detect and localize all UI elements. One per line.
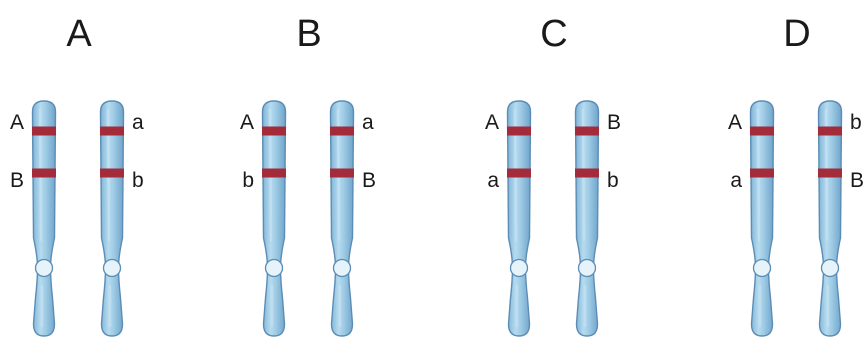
left-chromosome: Aa xyxy=(485,101,531,336)
upper-gene-band xyxy=(262,127,286,136)
lower-gene-band xyxy=(818,169,842,178)
upper-gene-band xyxy=(750,127,774,136)
chromosome-body xyxy=(819,101,842,336)
upper-gene-band xyxy=(100,127,124,136)
upper-allele-label: B xyxy=(607,111,621,134)
lower-gene-band xyxy=(507,169,531,178)
centromere xyxy=(822,260,839,277)
chromosome-body xyxy=(751,101,774,336)
chromosome-body xyxy=(576,101,599,336)
upper-allele-label: A xyxy=(485,111,499,134)
centromere xyxy=(754,260,771,277)
upper-gene-band xyxy=(507,127,531,136)
lower-gene-band xyxy=(32,169,56,178)
upper-gene-band xyxy=(575,127,599,136)
lower-allele-label: b xyxy=(132,169,144,192)
option-label: B xyxy=(296,13,321,55)
centromere xyxy=(334,260,351,277)
upper-gene-band xyxy=(32,127,56,136)
centromere xyxy=(36,260,53,277)
option-label: A xyxy=(66,13,92,55)
lower-gene-band xyxy=(330,169,354,178)
left-chromosome: Ab xyxy=(240,101,286,336)
lower-gene-band xyxy=(750,169,774,178)
lower-allele-label: b xyxy=(242,169,254,192)
upper-gene-band xyxy=(818,127,842,136)
upper-allele-label: b xyxy=(850,111,862,134)
chromosome-body xyxy=(33,101,56,336)
right-chromosome: Bb xyxy=(575,101,621,336)
upper-allele-label: a xyxy=(362,111,374,134)
chromosome-body xyxy=(331,101,354,336)
left-chromosome: AB xyxy=(10,101,56,336)
centromere xyxy=(511,260,528,277)
left-chromosome: Aa xyxy=(728,101,774,336)
lower-allele-label: B xyxy=(362,169,376,192)
chromosome-body xyxy=(263,101,286,336)
right-chromosome: ab xyxy=(100,101,144,336)
lower-allele-label: B xyxy=(10,169,24,192)
option-label: D xyxy=(783,13,810,55)
lower-allele-label: b xyxy=(607,169,619,192)
upper-gene-band xyxy=(330,127,354,136)
right-chromosome: aB xyxy=(330,101,376,336)
lower-gene-band xyxy=(262,169,286,178)
option-label: C xyxy=(540,13,567,55)
right-chromosome: bB xyxy=(818,101,864,336)
lower-allele-label: B xyxy=(850,169,864,192)
centromere xyxy=(266,260,283,277)
lower-gene-band xyxy=(575,169,599,178)
lower-allele-label: a xyxy=(730,169,742,192)
centromere xyxy=(104,260,121,277)
upper-allele-label: a xyxy=(132,111,144,134)
lower-allele-label: a xyxy=(487,169,499,192)
upper-allele-label: A xyxy=(10,111,24,134)
upper-allele-label: A xyxy=(240,111,254,134)
upper-allele-label: A xyxy=(728,111,742,134)
chromosome-body xyxy=(508,101,531,336)
lower-gene-band xyxy=(100,169,124,178)
centromere xyxy=(579,260,596,277)
chromosome-body xyxy=(101,101,124,336)
